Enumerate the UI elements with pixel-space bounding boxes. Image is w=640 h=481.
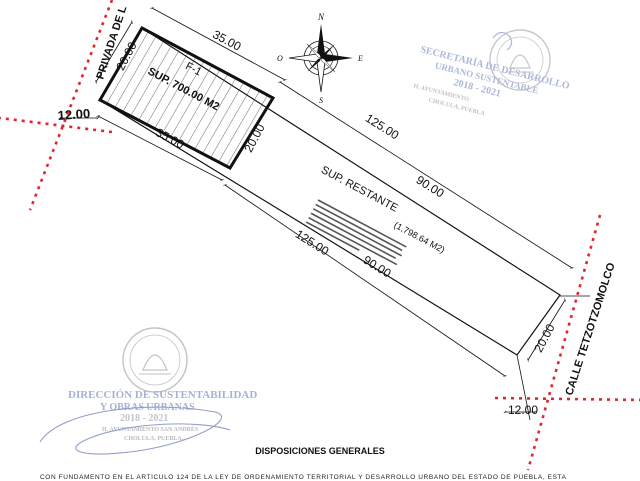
street-boundaries — [0, 0, 640, 471]
stamp-bottom-line4: H. AYUNTAMIENTO SAN ANDRÉS — [102, 425, 199, 433]
compass-north: N — [317, 12, 325, 22]
compass-west: O — [277, 54, 283, 63]
stamp-top-line5: CHOLULA, PUEBLA — [428, 98, 486, 118]
dim-20-right: 20.00 — [531, 321, 558, 354]
stamp-bottom-line3: 2018 - 2021 — [120, 413, 168, 424]
footer: DISPOSICIONES GENERALES CON FUNDAMENTO E… — [0, 440, 640, 481]
footer-title: DISPOSICIONES GENERALES — [255, 446, 385, 456]
dim-90-top: 90.00 — [414, 173, 447, 201]
stamp-bottom-left: DIRECCIÓN DE SUSTENTABILIDAD Y OBRAS URB… — [39, 327, 257, 455]
compass-rose: N S E O — [277, 12, 363, 105]
compass-south: S — [319, 96, 323, 105]
dim-125-top: 125.00 — [363, 111, 402, 142]
compass-east: E — [357, 54, 363, 63]
street-width-left: 12.00 — [57, 106, 91, 123]
remainder-note-block — [305, 199, 407, 266]
footer-text: CON FUNDAMENTO EN EL ARTÍCULO 124 DE LA … — [40, 474, 567, 481]
stamp-bottom-line5: CHOLULA, PUEBLA. — [124, 436, 184, 442]
street-width-right: 12.00 — [508, 403, 538, 417]
stamp-bottom-line1: DIRECCIÓN DE SUSTENTABILIDAD — [68, 389, 257, 401]
compass-needle-icon — [288, 24, 353, 93]
stamp-top-right: SECRETARÍA DE DESARROLLO URBANO SUSTENTA… — [413, 29, 571, 118]
signature-scribble — [39, 406, 231, 455]
dim-35-top: 35.00 — [210, 27, 243, 54]
street-name-right: CALLE TETZOTZOMOLCO — [563, 261, 617, 397]
dimension-lines — [58, 7, 590, 421]
seal-emblem-icon — [122, 327, 188, 393]
